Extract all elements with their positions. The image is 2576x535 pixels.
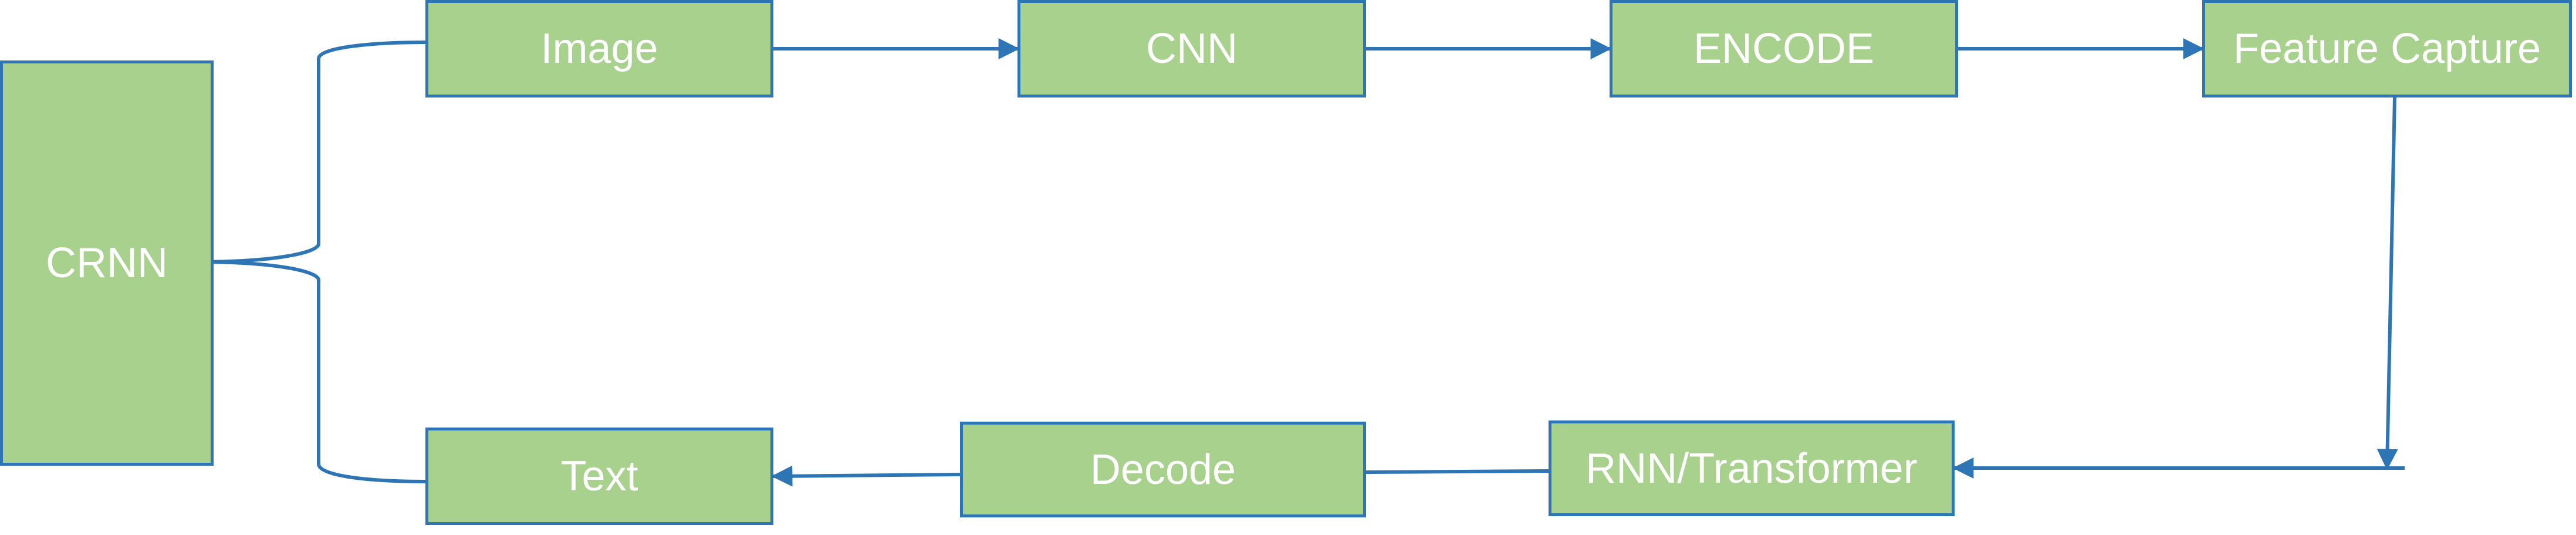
edge-rnn-to-decode	[1365, 469, 1549, 474]
edge-decode-to-text	[771, 465, 961, 487]
cnn-node: CNN	[1017, 0, 1366, 97]
brace-crnn-to-text	[197, 260, 426, 483]
text-label: Text	[560, 453, 638, 500]
feature-capture-node: Feature Capture	[2202, 0, 2572, 97]
crnn-node: CRNN	[0, 60, 214, 466]
image-label: Image	[540, 25, 658, 72]
decode-node: Decode	[960, 422, 1366, 517]
brace-crnn-to-image	[197, 41, 426, 264]
cnn-label: CNN	[1146, 25, 1238, 72]
text-node: Text	[425, 428, 773, 525]
rnn-transformer-label: RNN/Transformer	[1586, 445, 1918, 492]
rnn-transformer-node: RNN/Transformer	[1549, 420, 1955, 516]
decode-label: Decode	[1090, 446, 1236, 493]
encode-node: ENCODE	[1610, 0, 1958, 97]
crnn-label: CRNN	[46, 240, 168, 287]
edge-feature-down	[2376, 97, 2398, 470]
feature-capture-label: Feature Capture	[2233, 25, 2541, 72]
encode-label: ENCODE	[1693, 25, 1875, 72]
image-node: Image	[425, 0, 773, 97]
